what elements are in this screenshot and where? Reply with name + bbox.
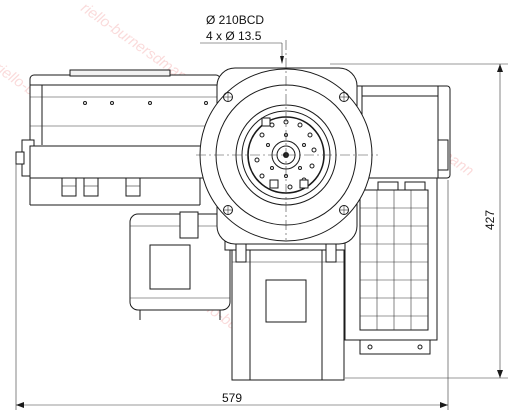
- electrical-enclosure: [344, 85, 451, 355]
- dimension-height: 427: [330, 63, 508, 379]
- bolt-holes: [223, 92, 349, 215]
- control-box: [15, 69, 221, 206]
- dimension-bolt-circle: Ø 210BCD 4 x Ø 13.5: [200, 13, 284, 64]
- overall-width-label: 579: [222, 391, 242, 405]
- mounting-flange: [196, 40, 378, 245]
- cable-glands: [61, 177, 141, 197]
- blower-motor: [129, 211, 231, 320]
- overall-height-label: 427: [483, 210, 497, 230]
- dimension-width: 579: [15, 160, 449, 410]
- bolt-circle-label: Ø 210BCD: [206, 13, 264, 27]
- bolt-holes-label: 4 x Ø 13.5: [206, 29, 262, 43]
- combustion-head-holes: [254, 117, 317, 190]
